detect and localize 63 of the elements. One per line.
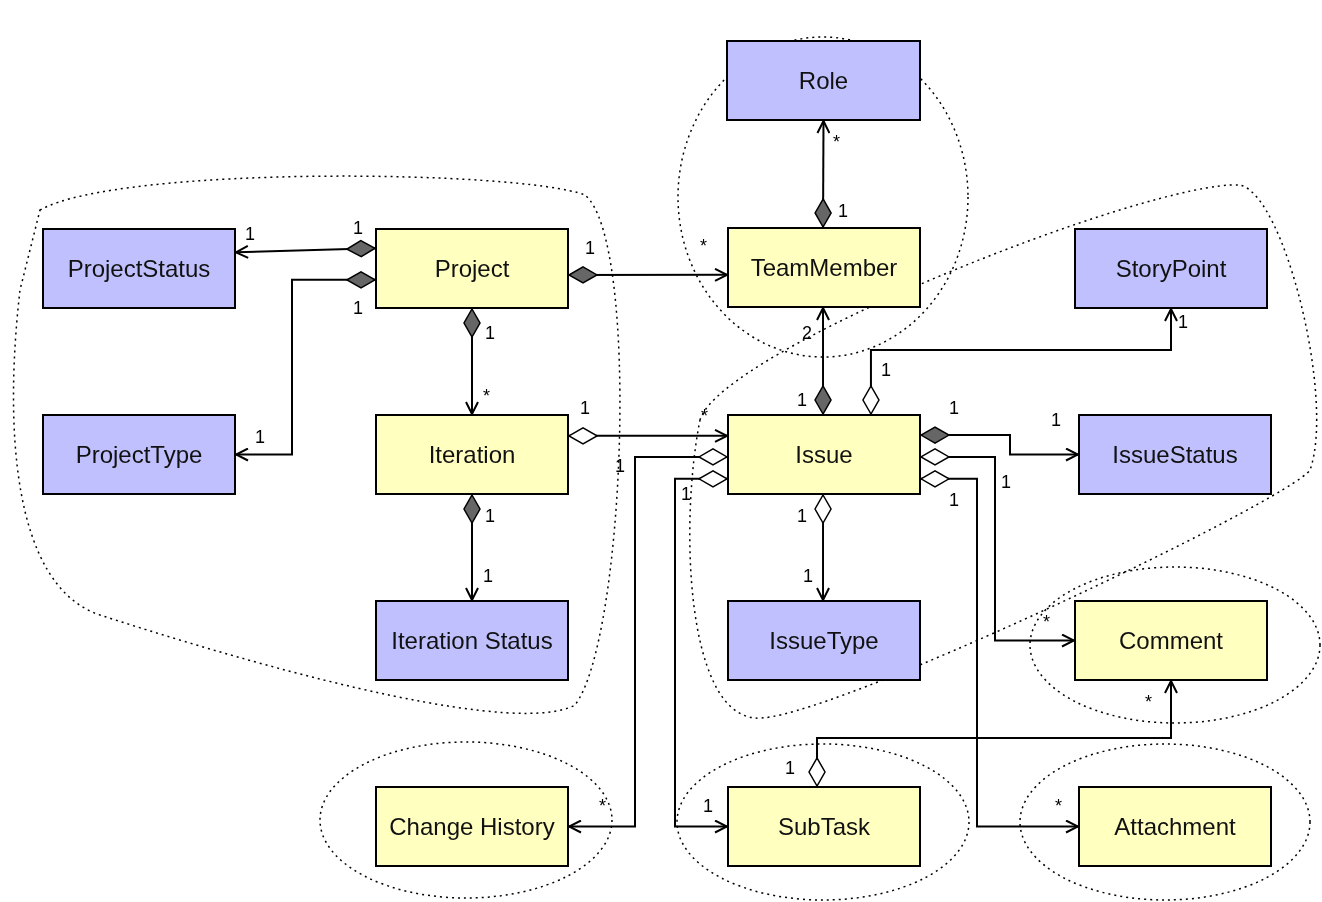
- multiplicity-label: 1: [1178, 312, 1188, 332]
- class-box: Iteration: [375, 414, 569, 495]
- association-arrow: [814, 307, 832, 415]
- class-box: Attachment: [1078, 786, 1272, 867]
- class-box: IssueStatus: [1078, 414, 1272, 495]
- multiplicity-label: 1: [881, 360, 891, 380]
- class-box: SubTask: [727, 786, 921, 867]
- multiplicity-label: *: [599, 796, 606, 816]
- multiplicity-label: 1: [245, 224, 255, 244]
- multiplicity-label: 1: [353, 218, 363, 238]
- multiplicity-label: *: [1043, 612, 1050, 632]
- association-arrow: [463, 494, 481, 601]
- class-box: StoryPoint: [1074, 228, 1268, 309]
- multiplicity-label: 1: [1001, 472, 1011, 492]
- class-box: Issue: [727, 414, 921, 495]
- association-arrow: [235, 239, 376, 259]
- multiplicity-label: *: [483, 386, 490, 406]
- association-arrow: [463, 308, 481, 415]
- association-arrow: [235, 271, 376, 462]
- association-arrow: [568, 448, 728, 834]
- multiplicity-label: 1: [703, 796, 713, 816]
- multiplicity-label: *: [1145, 692, 1152, 712]
- association-arrow: [568, 427, 728, 445]
- association-arrow: [814, 494, 832, 601]
- multiplicity-label: 1: [1051, 410, 1061, 430]
- multiplicity-label: *: [701, 406, 708, 426]
- association-arrow: [808, 680, 1178, 787]
- multiplicity-label: 2: [802, 323, 812, 343]
- class-box: Change History: [375, 786, 569, 867]
- multiplicity-label: 1: [353, 298, 363, 318]
- class-box: IssueType: [727, 600, 921, 681]
- class-box: ProjectType: [42, 414, 236, 495]
- multiplicity-label: 1: [483, 566, 493, 586]
- multiplicity-label: 1: [949, 398, 959, 418]
- class-box: Project: [375, 228, 569, 309]
- multiplicity-label: 1: [615, 456, 625, 476]
- association-arrow: [920, 426, 1079, 462]
- multiplicity-label: 1: [485, 506, 495, 526]
- association-arrow: [814, 120, 832, 228]
- class-box: Comment: [1074, 600, 1268, 681]
- association-arrow: [674, 470, 728, 834]
- multiplicity-label: 1: [803, 566, 813, 586]
- class-box: TeamMember: [727, 227, 921, 308]
- class-box: ProjectStatus: [42, 228, 236, 309]
- multiplicity-label: *: [833, 132, 840, 152]
- multiplicity-label: 1: [797, 390, 807, 410]
- multiplicity-label: 1: [681, 484, 691, 504]
- multiplicity-label: *: [1055, 796, 1062, 816]
- multiplicity-label: 1: [585, 238, 595, 258]
- multiplicity-label: 1: [838, 201, 848, 221]
- association-arrow: [920, 448, 1075, 648]
- class-box: Role: [726, 40, 921, 121]
- multiplicity-label: 1: [580, 398, 590, 418]
- class-box: Iteration Status: [375, 600, 569, 681]
- association-arrow: [920, 470, 1079, 834]
- multiplicity-label: 1: [785, 758, 795, 778]
- multiplicity-label: *: [700, 236, 707, 256]
- association-arrow: [568, 266, 728, 284]
- multiplicity-label: 1: [485, 323, 495, 343]
- multiplicity-label: 1: [255, 427, 265, 447]
- association-arrow: [862, 308, 1178, 415]
- multiplicity-label: 1: [949, 490, 959, 510]
- multiplicity-label: 1: [797, 506, 807, 526]
